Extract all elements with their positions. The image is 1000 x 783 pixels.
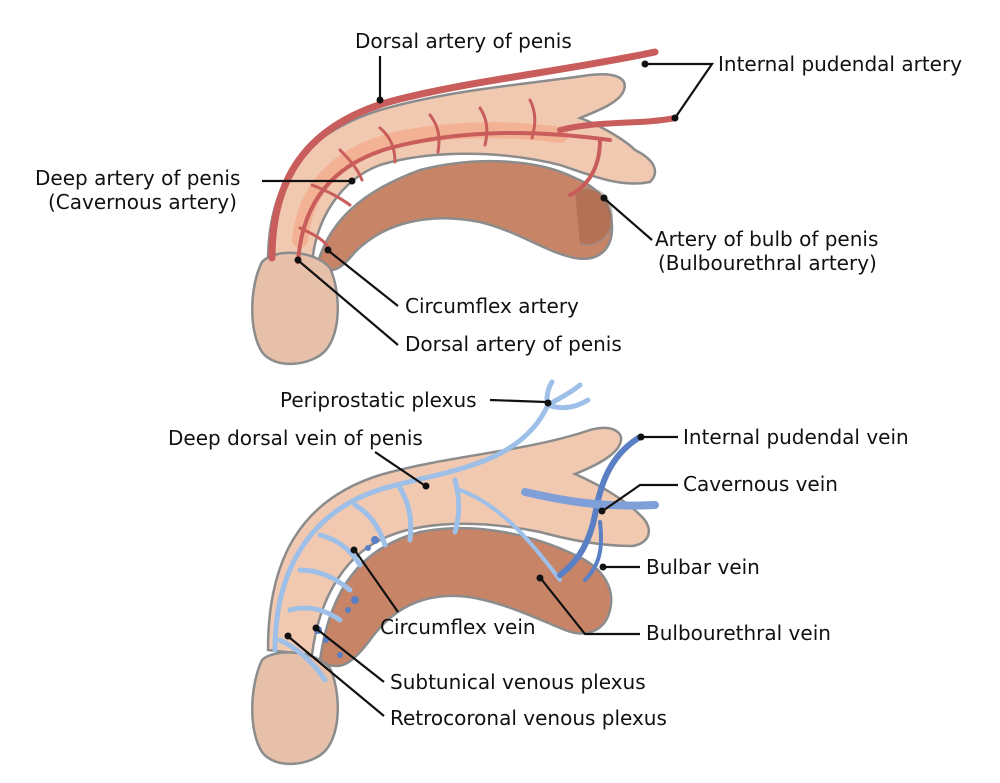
leader-subtunical-plexus <box>317 629 385 683</box>
leader-circumflex-vein <box>355 551 399 613</box>
label-deep-artery-line1: Deep artery of penis <box>35 166 240 190</box>
label-deep-dorsal-vein: Deep dorsal vein of penis <box>168 426 423 450</box>
pin-subtunical-plexus <box>312 624 320 632</box>
label-retrocoronal-plexus: Retrocoronal venous plexus <box>390 706 667 730</box>
leader-circumflex-artery <box>329 251 399 307</box>
arterial-diagram: Dorsal artery of penis Internal pudendal… <box>35 29 962 366</box>
label-bulb-artery-line2: (Bulbourethral artery) <box>658 251 877 275</box>
leader-cavernous-vein <box>603 483 678 511</box>
corpus-spongiosum-venous <box>318 526 613 668</box>
deep-dorsal-vein-network <box>272 379 591 683</box>
pin-dorsal-artery-bottom <box>294 256 302 264</box>
label-subtunical-plexus: Subtunical venous plexus <box>390 670 646 694</box>
deep-artery-vessel <box>296 131 612 264</box>
label-bulbourethral-vein: Bulbourethral vein <box>646 621 831 645</box>
internal-pudendal-artery-vessel <box>557 115 678 133</box>
label-dorsal-artery-top: Dorsal artery of penis <box>355 29 572 53</box>
corpus-cavernosum <box>266 73 657 267</box>
bulbourethral-vein-vessel <box>458 488 562 582</box>
leader-bulbourethral-vein <box>541 579 640 636</box>
corpus-spongiosum <box>316 159 614 272</box>
label-circumflex-artery: Circumflex artery <box>405 294 579 318</box>
leader-dorsal-artery-bottom <box>299 261 399 346</box>
pin-circumflex-vein <box>350 546 358 554</box>
label-periprostatic-plexus: Periprostatic plexus <box>280 388 477 412</box>
bulb-artery-vessel <box>568 138 602 197</box>
label-deep-artery-line2: (Cavernous artery) <box>48 190 237 214</box>
label-internal-pudendal-vein: Internal pudendal vein <box>683 425 909 449</box>
label-cavernous-vein: Cavernous vein <box>683 472 838 496</box>
glans <box>251 251 339 366</box>
leader-internal-pudendal-artery <box>645 62 715 119</box>
label-bulb-artery-line1: Artery of bulb of penis <box>655 227 878 251</box>
pin-deep-dorsal-vein <box>422 482 430 490</box>
bulb-bulge <box>574 187 614 246</box>
label-dorsal-artery-bottom: Dorsal artery of penis <box>405 332 622 356</box>
pin-bulb-artery <box>600 194 608 202</box>
venous-diagram: Periprostatic plexus Deep dorsal vein of… <box>168 379 909 766</box>
pin-bulbar-vein <box>599 563 607 571</box>
bulbar-vein-vessel <box>583 520 604 582</box>
leader-bulb-artery <box>605 199 653 241</box>
leader-deep-dorsal-vein <box>374 451 425 486</box>
cavernous-vein-vessel <box>521 488 659 510</box>
pin-retrocoronal-plexus <box>284 632 292 640</box>
pin-internal-pudendal-artery-b <box>671 114 679 122</box>
glans-venous <box>251 651 339 766</box>
subtunical-plexus-dots <box>314 536 379 658</box>
dorsal-artery-vessel <box>268 48 659 262</box>
pin-periprostatic-plexus <box>544 399 552 407</box>
leader-periprostatic-plexus <box>489 398 547 404</box>
erectile-tissue <box>292 122 568 248</box>
pin-dorsal-artery-top <box>376 96 384 104</box>
pin-circumflex-artery <box>324 246 332 254</box>
pin-internal-pudendal-vein <box>637 433 645 441</box>
internal-pudendal-vein-vessel <box>557 434 643 578</box>
pin-cavernous-vein <box>598 507 606 515</box>
pin-bulbourethral-vein <box>536 574 544 582</box>
label-internal-pudendal-artery: Internal pudendal artery <box>718 52 962 76</box>
pin-internal-pudendal-artery-a <box>641 60 649 68</box>
label-bulbar-vein: Bulbar vein <box>646 555 760 579</box>
leader-retrocoronal-plexus <box>289 637 385 717</box>
pin-deep-artery <box>348 177 356 185</box>
label-circumflex-vein: Circumflex vein <box>380 615 536 639</box>
